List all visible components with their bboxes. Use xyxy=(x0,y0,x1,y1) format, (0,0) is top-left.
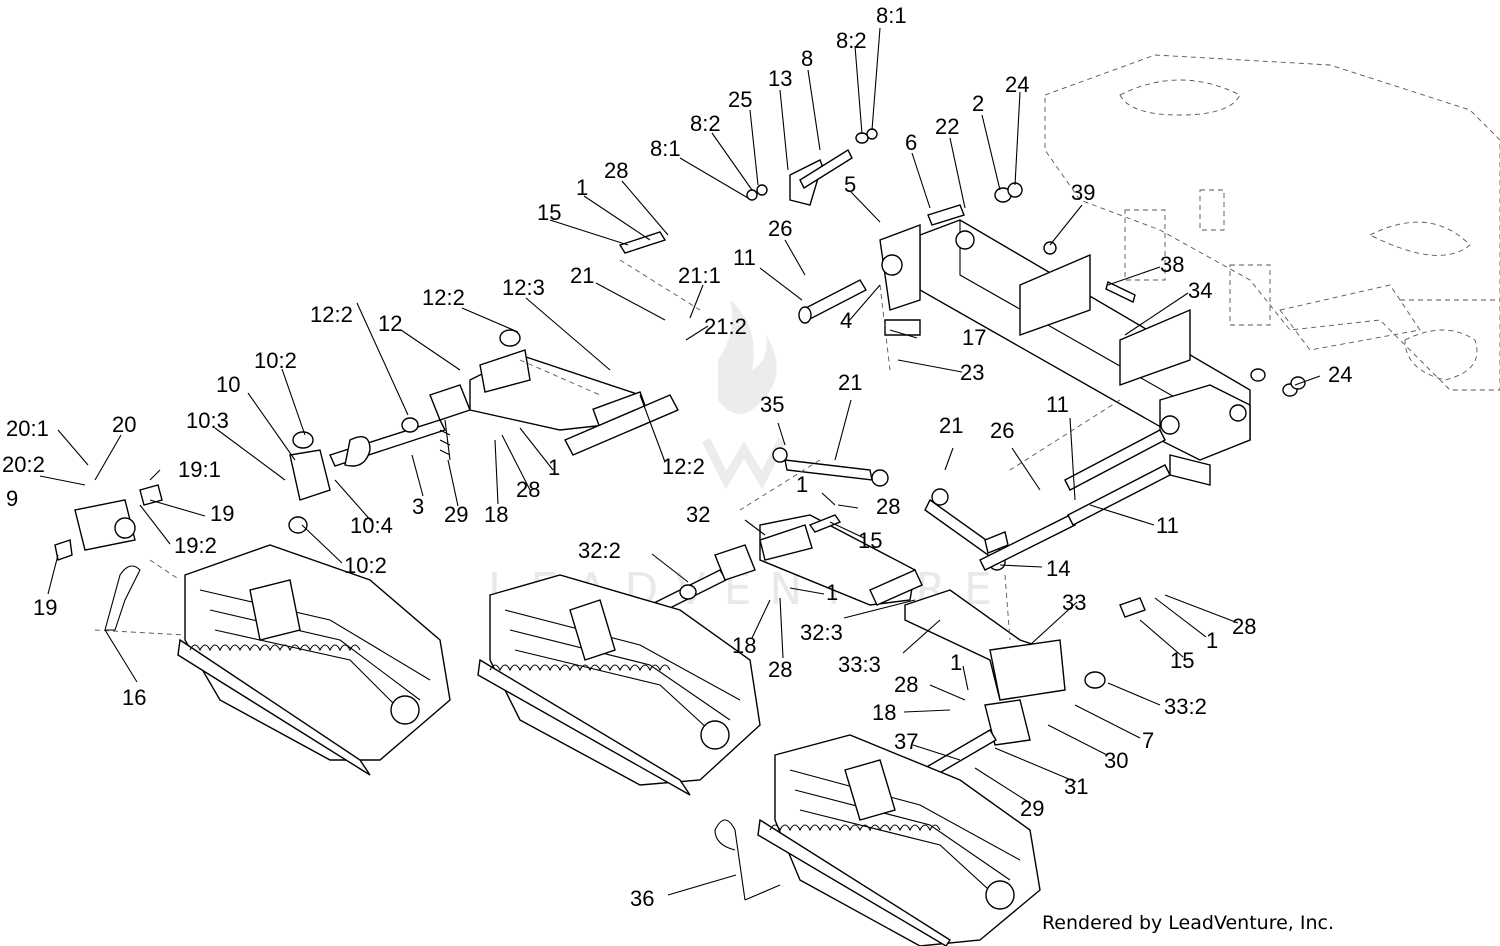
callout-label: 5 xyxy=(844,172,856,197)
callout-label: 3 xyxy=(412,494,424,519)
callout-label: 19 xyxy=(210,501,234,526)
callout-label: 7 xyxy=(1142,728,1154,753)
callout-label: 28 xyxy=(876,494,900,519)
callout-label: 32 xyxy=(686,502,710,527)
callout-label: 33:2 xyxy=(1164,694,1207,719)
callout-label: 18 xyxy=(732,633,756,658)
callout-label: 25 xyxy=(728,87,752,112)
callout-label: 28 xyxy=(768,657,792,682)
left-motor xyxy=(54,431,371,561)
callout-label: 1 xyxy=(576,175,588,200)
callout-label: 32:2 xyxy=(578,538,621,563)
callout-label: 35 xyxy=(760,392,784,417)
callout-label: 19:1 xyxy=(178,457,221,482)
callout-label: 12:2 xyxy=(310,302,353,327)
callout-label: 26 xyxy=(768,216,792,241)
callout-label: 28 xyxy=(894,672,918,697)
right-reel-mower xyxy=(714,734,1041,946)
callout-label: 33:3 xyxy=(838,652,881,677)
callout-label: 37 xyxy=(894,729,918,754)
callout-label: 1 xyxy=(1206,628,1218,653)
callout-label: 12:3 xyxy=(502,275,545,300)
callout-label: 28 xyxy=(1232,614,1256,639)
callout-label: 39 xyxy=(1071,180,1095,205)
callout-label: 8:1 xyxy=(650,136,681,161)
callout-label: 30 xyxy=(1104,748,1128,773)
callout-label: 18 xyxy=(484,502,508,527)
callout-label: 1 xyxy=(826,580,838,605)
callout-label: 16 xyxy=(122,685,146,710)
callout-label: 36 xyxy=(630,886,654,911)
callout-label: 10:2 xyxy=(344,553,387,578)
callout-label: 1 xyxy=(950,650,962,675)
callout-label: 1 xyxy=(548,455,560,480)
callout-label: 15 xyxy=(537,200,561,225)
left-reel-mower xyxy=(104,544,451,776)
alignment-lines xyxy=(94,259,1121,641)
callout-label: 14 xyxy=(1046,556,1070,581)
callout-label: 10:2 xyxy=(254,348,297,373)
callout-label: 21:1 xyxy=(678,263,721,288)
callout-label: 33 xyxy=(1062,590,1086,615)
callout-label: 11 xyxy=(1046,392,1069,417)
callout-label: 21 xyxy=(838,370,862,395)
callout-label: 12 xyxy=(378,311,402,336)
callout-label: 2 xyxy=(972,91,984,116)
callout-label: 38 xyxy=(1160,252,1184,277)
callout-label: 22 xyxy=(935,114,959,139)
callout-label: 24 xyxy=(1005,72,1029,97)
callout-label: 26 xyxy=(990,418,1014,443)
callout-label: 8 xyxy=(801,46,813,71)
callout-label: 18 xyxy=(872,700,896,725)
callout-label: 20 xyxy=(112,412,136,437)
callout-label: 1 xyxy=(796,472,808,497)
callout-labels: 8:1 8:2 8 13 25 8:2 8:1 2 24 6 22 5 28 1… xyxy=(2,3,1352,911)
callout-label: 21:2 xyxy=(704,314,747,339)
callout-label: 17 xyxy=(962,325,986,350)
callout-label: 19 xyxy=(33,595,57,620)
callout-label: 21 xyxy=(570,263,594,288)
callout-label: 12:2 xyxy=(422,285,465,310)
callout-label: 8:2 xyxy=(690,111,721,136)
callout-label: 8:2 xyxy=(836,28,867,53)
callout-label: 29 xyxy=(1020,796,1044,821)
front-frame-bar xyxy=(879,219,1251,486)
callout-label: 28 xyxy=(516,477,540,502)
callout-label: 10 xyxy=(216,372,240,397)
center-reel-mower xyxy=(477,574,761,796)
callout-label: 9 xyxy=(6,486,18,511)
left-lift-arm xyxy=(329,231,679,467)
callout-label: 10:3 xyxy=(186,408,229,433)
callout-label: 34 xyxy=(1188,278,1212,303)
callout-label: 15 xyxy=(858,528,882,553)
callout-label: 12:2 xyxy=(662,454,705,479)
callout-label: 4 xyxy=(840,308,852,333)
callout-label: 21 xyxy=(939,413,963,438)
callout-label: 10:4 xyxy=(350,513,393,538)
callout-label: 13 xyxy=(768,66,792,91)
leader-lines xyxy=(39,27,1321,896)
callout-label: 15 xyxy=(1170,648,1194,673)
callout-label: 6 xyxy=(905,130,917,155)
callout-label: 32:3 xyxy=(800,620,843,645)
upper-pins xyxy=(746,128,1306,397)
render-credit: Rendered by LeadVenture, Inc. xyxy=(1041,912,1334,934)
callout-label: 11 xyxy=(1156,513,1179,538)
callout-label: 8:1 xyxy=(876,3,907,28)
callout-label: 20:1 xyxy=(6,416,49,441)
callout-label: 19:2 xyxy=(174,533,217,558)
tractor-frame xyxy=(1044,54,1500,391)
callout-label: 29 xyxy=(444,502,468,527)
callout-label: 11 xyxy=(733,245,756,270)
callout-label: 24 xyxy=(1328,362,1352,387)
callout-label: 31 xyxy=(1064,774,1088,799)
callout-label: 20:2 xyxy=(2,452,45,477)
callout-label: 23 xyxy=(960,360,984,385)
callout-label: 28 xyxy=(604,158,628,183)
